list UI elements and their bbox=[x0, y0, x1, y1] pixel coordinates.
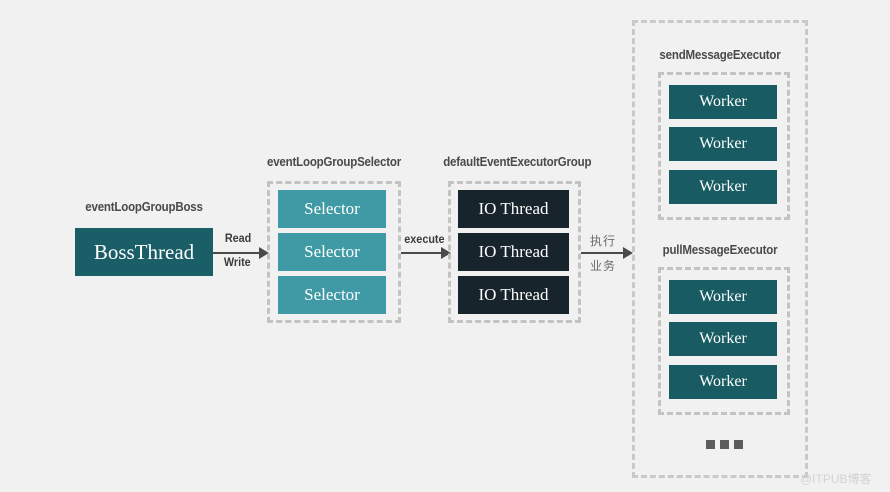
arrow-executor-to-workers bbox=[581, 247, 633, 259]
ellipsis-dots-icon bbox=[706, 440, 743, 449]
node-io-thread-3-label: IO Thread bbox=[478, 285, 549, 304]
arrow-boss-to-selector-head bbox=[259, 247, 269, 259]
node-pull-worker-2: Worker bbox=[669, 322, 777, 356]
node-send-worker-3-label: Worker bbox=[699, 178, 747, 195]
watermark: @ITPUB博客 bbox=[800, 472, 872, 486]
node-selector-3-label: Selector bbox=[304, 285, 360, 304]
group-container-executors-outer bbox=[632, 20, 808, 478]
node-pull-worker-3-label: Worker bbox=[699, 373, 747, 390]
group-container-default-event-executor-group bbox=[448, 181, 581, 323]
node-selector-1-label: Selector bbox=[304, 199, 360, 218]
arrow-executor-to-workers-line bbox=[581, 252, 623, 254]
node-pull-worker-3: Worker bbox=[669, 365, 777, 399]
arrow-label-write: Write bbox=[223, 257, 251, 269]
arrow-boss-to-selector-line bbox=[213, 252, 259, 254]
node-send-worker-1-label: Worker bbox=[699, 93, 747, 110]
group-label-default-event-executor-group: defaultEventExecutorGroup bbox=[443, 155, 592, 169]
node-io-thread-1: IO Thread bbox=[458, 190, 569, 228]
arrow-selector-to-executor-head bbox=[441, 247, 451, 259]
arrow-executor-to-workers-head bbox=[623, 247, 633, 259]
arrow-selector-to-executor-line bbox=[401, 252, 441, 254]
ellipsis-dot-3 bbox=[734, 440, 743, 449]
ellipsis-dot-2 bbox=[720, 440, 729, 449]
group-container-send-message-executor bbox=[658, 72, 790, 220]
arrow-label-business-cn: 业务 bbox=[590, 259, 617, 273]
node-selector-3: Selector bbox=[278, 276, 386, 314]
node-io-thread-1-label: IO Thread bbox=[478, 199, 549, 218]
node-io-thread-2: IO Thread bbox=[458, 233, 569, 271]
node-boss-thread-label: BossThread bbox=[93, 239, 195, 264]
node-send-worker-2-label: Worker bbox=[699, 135, 747, 152]
node-send-worker-1: Worker bbox=[669, 85, 777, 119]
group-container-pull-message-executor bbox=[658, 267, 790, 415]
node-pull-worker-2-label: Worker bbox=[699, 330, 747, 347]
arrow-boss-to-selector bbox=[213, 247, 269, 259]
node-boss-thread: BossThread bbox=[75, 228, 213, 276]
node-selector-1: Selector bbox=[278, 190, 386, 228]
ellipsis-dot-1 bbox=[706, 440, 715, 449]
arrow-label-execute: execute bbox=[404, 234, 445, 246]
group-label-pull-message-executor: pullMessageExecutor bbox=[662, 243, 778, 257]
node-send-worker-2: Worker bbox=[669, 127, 777, 161]
group-container-event-loop-group-selector bbox=[267, 181, 401, 323]
node-selector-2: Selector bbox=[278, 233, 386, 271]
node-pull-worker-1-label: Worker bbox=[699, 288, 747, 305]
group-label-event-loop-group-selector: eventLoopGroupSelector bbox=[267, 155, 401, 169]
group-label-send-message-executor: sendMessageExecutor bbox=[659, 48, 781, 62]
arrow-selector-to-executor bbox=[401, 247, 451, 259]
node-io-thread-3: IO Thread bbox=[458, 276, 569, 314]
node-selector-2-label: Selector bbox=[304, 242, 360, 261]
arrow-label-execute-cn: 执行 bbox=[590, 234, 617, 248]
node-pull-worker-1: Worker bbox=[669, 280, 777, 314]
node-io-thread-2-label: IO Thread bbox=[478, 242, 549, 261]
group-label-event-loop-group-boss: eventLoopGroupBoss bbox=[85, 200, 203, 214]
node-send-worker-3: Worker bbox=[669, 170, 777, 204]
arrow-label-read: Read bbox=[224, 233, 252, 245]
